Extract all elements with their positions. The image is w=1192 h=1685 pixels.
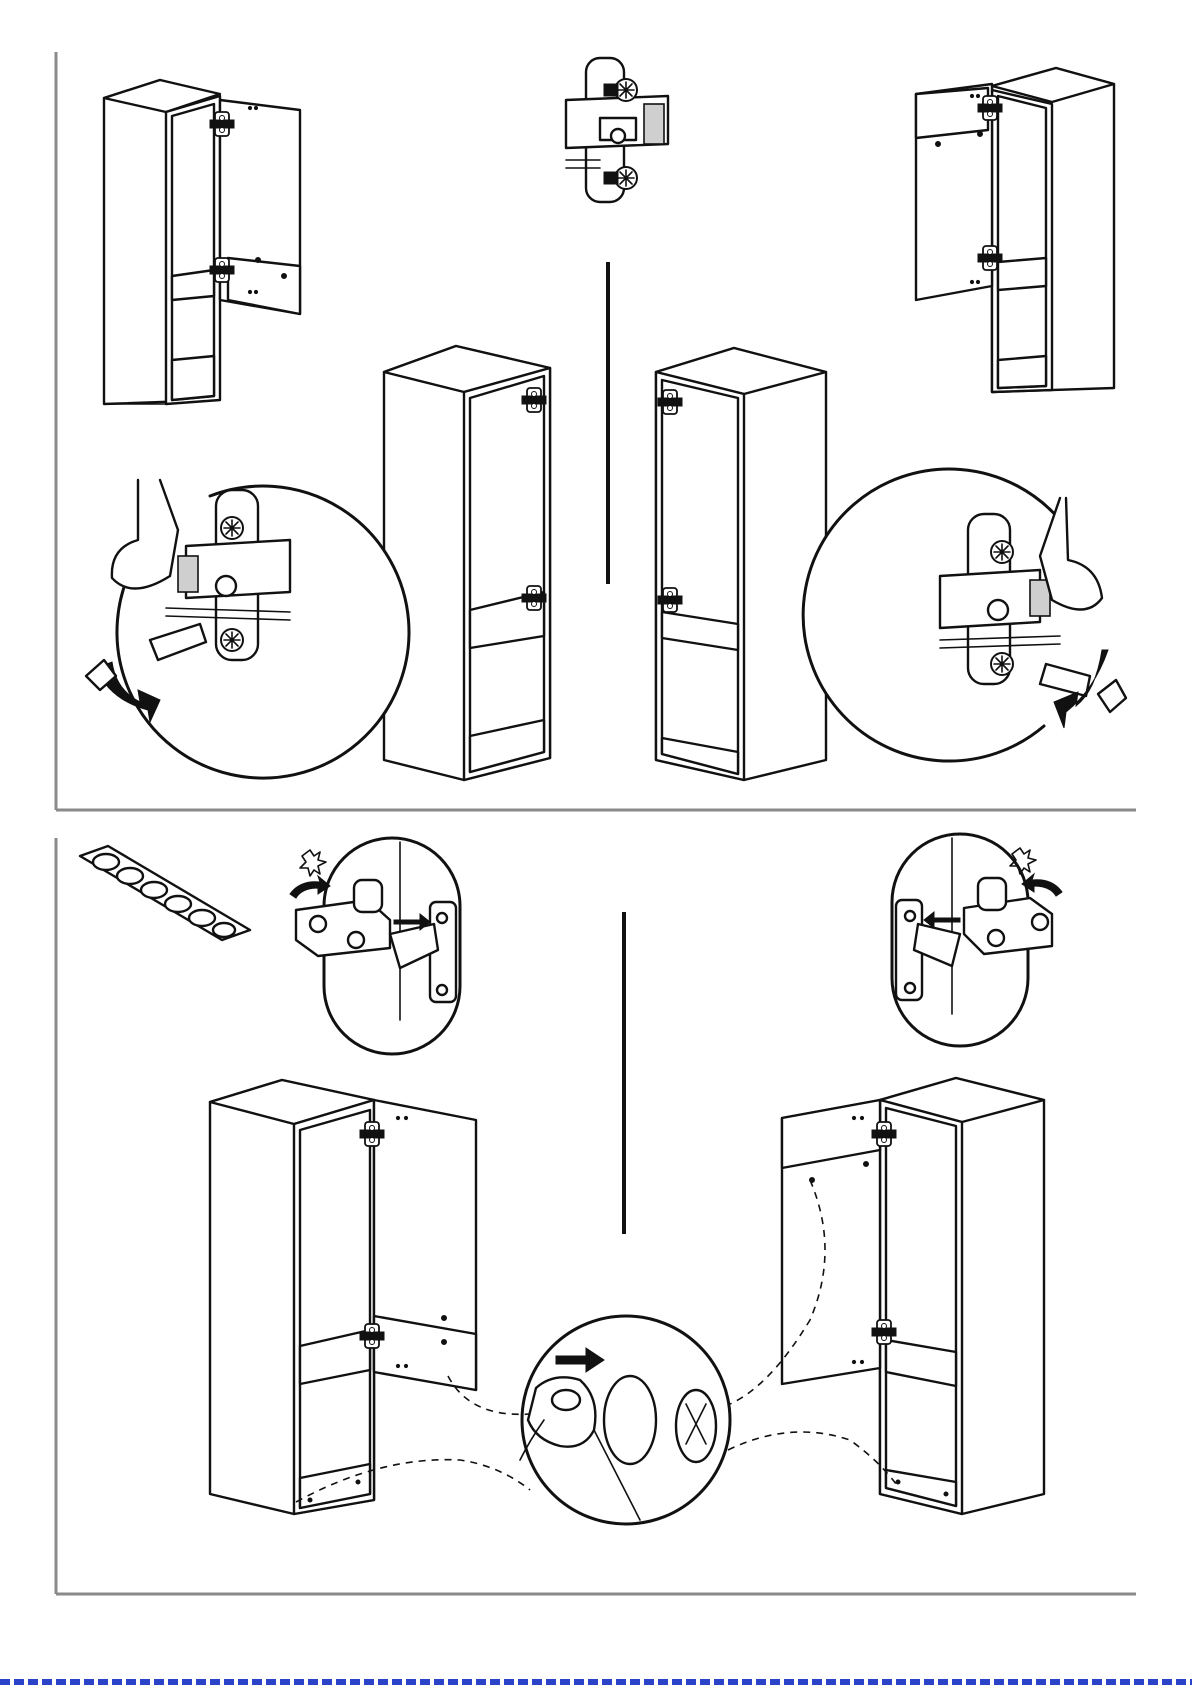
cabinet-bottom-left-door-open bbox=[210, 1080, 476, 1514]
zoom-detail-hinge-clip-right bbox=[892, 834, 1062, 1046]
page-bottom-strip bbox=[0, 1679, 1192, 1685]
zoom-detail-left-adjust bbox=[86, 480, 409, 778]
zoom-detail-right-adjust bbox=[803, 469, 1126, 761]
zoom-detail-bumper bbox=[520, 1316, 730, 1524]
zoom-detail-hinge-clip-left bbox=[290, 838, 460, 1054]
cabinet-center-left bbox=[384, 346, 550, 780]
cabinet-right-door-open bbox=[916, 68, 1114, 392]
cabinet-bottom-right-door-open bbox=[782, 1078, 1044, 1514]
bumper-strip bbox=[80, 846, 250, 940]
cabinet-center-right bbox=[656, 348, 826, 780]
cabinet-left-door-open bbox=[104, 80, 300, 404]
hinge-mounting-plate bbox=[566, 58, 668, 202]
